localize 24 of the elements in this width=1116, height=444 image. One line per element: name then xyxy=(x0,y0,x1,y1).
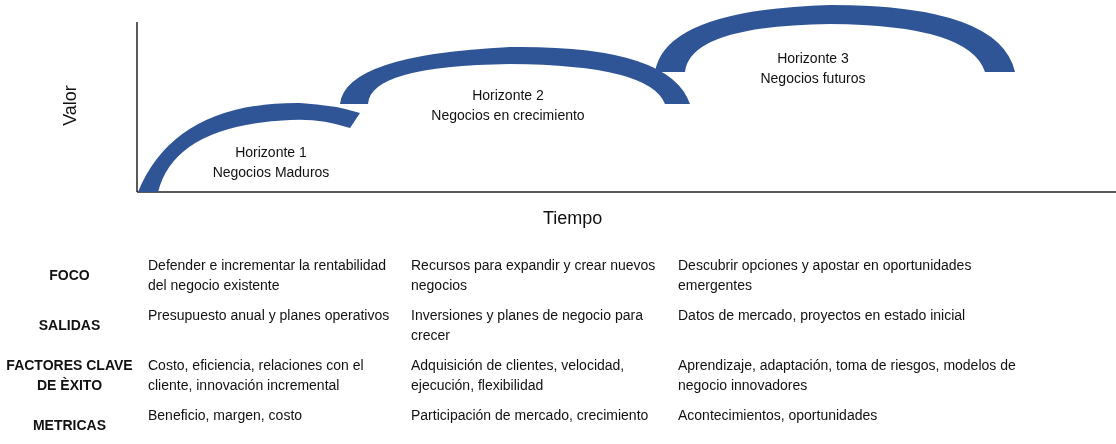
table-text: Acontecimientos, oportunidades xyxy=(678,406,879,425)
row-header: METRICAS xyxy=(31,416,108,435)
table-text: Descubrir opciones y apostar en oportunidades emergentes xyxy=(678,256,973,295)
table-text: Presupuesto anual y planes operativos xyxy=(148,306,391,325)
axis-label: Valor xyxy=(59,85,81,126)
row-header: FACTORES CLAVE DE ÈXITO xyxy=(5,356,134,395)
table-text: Recursos para expandir y crear nuevos negocios xyxy=(411,256,656,295)
horizon-description: Negocios futuros xyxy=(759,69,867,88)
horizon-description: Negocios Maduros xyxy=(211,163,331,182)
horizon-title: Horizonte 1 xyxy=(234,143,308,162)
row-header: FOCO xyxy=(48,266,91,285)
table-text: Inversiones y planes de negocio para crecer xyxy=(411,306,644,345)
table-text: Costo, eficiencia, relaciones con el cliente, innovación incremental xyxy=(148,356,365,395)
table-text: Datos de mercado, proyectos en estado inicial xyxy=(678,306,967,325)
table-text: Participación de mercado, crecimiento xyxy=(411,406,650,425)
table-text: Aprendizaje, adaptación, toma de riesgos, modelos de negocio innovadores xyxy=(678,356,1017,395)
row-header: SALIDAS xyxy=(37,316,102,335)
horizon-description: Negocios en crecimiento xyxy=(430,106,586,125)
table-text: Beneficio, margen, costo xyxy=(148,406,304,425)
table-text: Defender e incrementar la rentabilidad del negocio existente xyxy=(148,256,388,295)
horizon-title: Horizonte 3 xyxy=(776,49,850,68)
axis-label: Tiempo xyxy=(543,208,603,229)
horizon-title: Horizonte 2 xyxy=(471,86,545,105)
table-text: Adquisición de clientes, velocidad, ejecución, flexibilidad xyxy=(411,356,626,395)
